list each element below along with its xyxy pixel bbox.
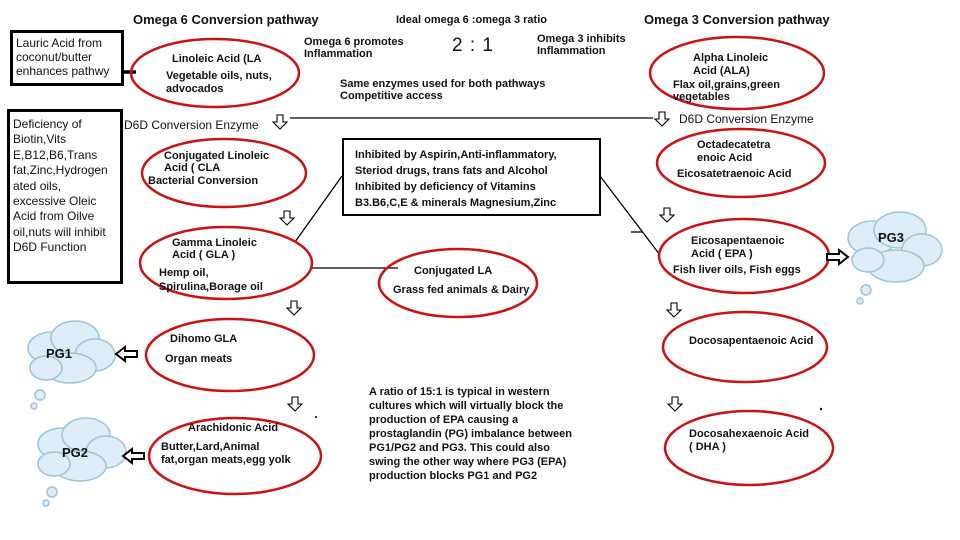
aa-name: Arachidonic Acid	[188, 422, 279, 434]
cloud-pg1	[27, 320, 116, 410]
western-ratio-note: A ratio of 15:1 is typical in western cu…	[369, 386, 572, 482]
octa-detail: Eicosatetraenoic Acid	[677, 168, 792, 180]
pg3-label: PG3	[878, 230, 905, 245]
linoleic-name: Linoleic Acid (LA	[172, 53, 262, 65]
epa-detail: Fish liver oils, Fish eggs	[673, 264, 801, 276]
lauric-acid-text: Lauric Acid from coconut/butter enhances…	[16, 36, 110, 78]
ala-detail: Flax oil,grains,green vegetables	[673, 79, 780, 103]
ideal-ratio-label: Ideal omega 6 :omega 3 ratio	[396, 14, 547, 26]
pathway-nodes	[129, 35, 835, 496]
pg1-label: PG1	[46, 346, 73, 361]
gla-name: Gamma Linoleic Acid ( GLA )	[172, 237, 257, 261]
down-arrows	[271, 111, 684, 412]
omega3-inhibits-note: Omega 3 inhibits Inflammation	[537, 33, 626, 57]
cla-name: Conjugated Linoleic Acid ( CLA	[164, 150, 270, 174]
node-dpa-ellipse	[661, 310, 829, 384]
conjla-name: Conjugated LA	[414, 265, 493, 277]
octa-name: Octadecatetra enoic Acid	[697, 139, 771, 164]
line-inhibit-to-epa	[599, 175, 661, 256]
pg2-label: PG2	[62, 445, 89, 460]
enzyme-label-left: D6D Conversion Enzyme	[124, 118, 259, 132]
shared-enzymes-note: Same enzymes used for both pathways Comp…	[340, 78, 546, 102]
cla-detail: Bacterial Conversion	[148, 175, 259, 187]
gla-detail: Hemp oil, Spirulina,Borage oil	[159, 267, 263, 293]
cloud-pg3	[847, 211, 943, 305]
right-arrow-icon	[826, 247, 850, 267]
node-dgla-ellipse	[144, 317, 316, 393]
linoleic-detail: Vegetable oils, nuts, advocados	[166, 70, 272, 95]
node-gla-ellipse	[138, 225, 314, 301]
line-inhibit-to-gla	[294, 175, 343, 243]
node-aa-ellipse	[147, 416, 323, 496]
stray-dot	[819, 407, 823, 411]
side-arrows	[114, 247, 850, 466]
dgla-name: Dihomo GLA	[170, 333, 238, 345]
node-cla-ellipse	[140, 137, 308, 209]
aa-detail: Butter,Lard,Animal fat,organ meats,egg y…	[161, 441, 291, 466]
inhibited-by-text: Inhibited by Aspirin,Anti-inflammatory, …	[355, 149, 557, 209]
left-arrow-icon	[114, 344, 138, 364]
omega6-heading: Omega 6 Conversion pathway	[133, 12, 319, 27]
node-linoleic-ellipse	[129, 37, 301, 109]
epa-name: Eicosapentaenoic Acid ( EPA )	[691, 235, 785, 260]
deficiency-text: Deficiency of Biotin,Vits E,B12,B6,Trans…	[13, 117, 108, 255]
down-arrow-icon	[278, 210, 296, 226]
ala-name: Alpha Linoleic Acid (ALA)	[693, 52, 769, 77]
omega3-heading: Omega 3 Conversion pathway	[644, 12, 830, 27]
left-arrow-icon	[121, 446, 145, 466]
stray-dot	[315, 416, 317, 418]
down-arrow-icon	[285, 300, 303, 316]
node-ala-ellipse	[648, 35, 826, 111]
dha-name: Docosahexaenoic Acid ( DHA )	[689, 428, 810, 453]
omega6-promotes-note: Omega 6 promotes Inflammation	[304, 36, 404, 60]
node-dha-ellipse	[663, 409, 835, 487]
down-arrow-icon	[666, 396, 684, 412]
node-conjla-ellipse	[377, 247, 539, 319]
ideal-ratio-value: 2 : 1	[452, 35, 494, 56]
dpa-name: Docosapentaenoic Acid	[689, 335, 814, 347]
inhibited-by-box: Inhibited by Aspirin,Anti-inflammatory, …	[342, 138, 601, 216]
enzyme-label-right: D6D Conversion Enzyme	[679, 112, 814, 126]
down-arrow-icon	[271, 114, 289, 130]
conjla-detail: Grass fed animals & Dairy	[393, 284, 530, 296]
lauric-acid-box: Lauric Acid from coconut/butter enhances…	[10, 30, 124, 86]
cloud-pg2	[37, 417, 127, 507]
down-arrow-icon	[658, 207, 676, 223]
node-octa-ellipse	[655, 127, 827, 199]
down-arrow-icon	[286, 396, 304, 412]
dgla-detail: Organ meats	[165, 353, 233, 365]
down-arrow-icon	[653, 111, 671, 127]
connector-lines	[123, 70, 661, 269]
down-arrow-icon	[665, 302, 683, 318]
deficiency-box: Deficiency of Biotin,Vits E,B12,B6,Trans…	[7, 109, 123, 284]
